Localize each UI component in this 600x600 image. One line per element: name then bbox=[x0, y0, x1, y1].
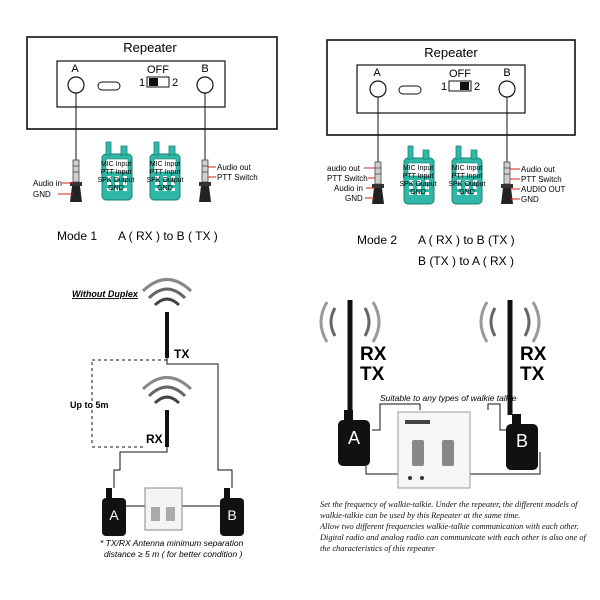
radio-b-big-label: B bbox=[516, 431, 528, 451]
port-b-label: B bbox=[503, 67, 510, 79]
radio-b-label: B bbox=[227, 507, 236, 523]
repeater-wiring bbox=[365, 403, 541, 475]
radio2-label-ptt: PTT Input bbox=[452, 173, 483, 180]
switch-off-label: OFF bbox=[147, 64, 169, 76]
usb-port bbox=[97, 81, 121, 91]
radio2-label-gnd: GND bbox=[459, 189, 475, 196]
plug-b bbox=[500, 161, 514, 205]
right-pin-audio-out: Audio out bbox=[217, 163, 252, 172]
mode-2-label: Mode 2 bbox=[357, 233, 397, 247]
left-pin-gnd: GND bbox=[345, 194, 363, 203]
switch-off-label: OFF bbox=[449, 68, 471, 80]
usb-port bbox=[398, 85, 422, 95]
left-radio-waves bbox=[319, 300, 381, 412]
right-pin-ptt: PTT Switch bbox=[521, 175, 562, 184]
port-a-jack[interactable] bbox=[67, 76, 85, 94]
switch-pos-1: 1 bbox=[139, 77, 145, 89]
radio1-label-gnd: GND bbox=[108, 185, 124, 192]
left-pin-audio-out: audio out bbox=[327, 164, 361, 173]
port-b-label: B bbox=[201, 63, 208, 75]
right-pin-audio-out: Audio out bbox=[521, 165, 556, 174]
plug-a bbox=[69, 159, 83, 203]
switch-pos-1: 1 bbox=[441, 81, 447, 93]
port-b-jack[interactable] bbox=[498, 80, 516, 98]
radio1-label-spk: SPK Output bbox=[400, 181, 437, 188]
port-a-label: A bbox=[373, 67, 381, 79]
small-repeater bbox=[144, 487, 183, 531]
mode-2-text-2: B (TX ) to A ( RX ) bbox=[418, 254, 514, 268]
mode-2-text-1: A ( RX ) to B (TX ) bbox=[418, 233, 515, 247]
distance-label: Up to 5m bbox=[70, 400, 109, 410]
left-pin-audio-in: Audio in bbox=[334, 184, 363, 193]
wiring bbox=[113, 358, 233, 507]
port-a-jack[interactable] bbox=[369, 80, 387, 98]
distance-measure bbox=[91, 359, 167, 448]
repeater-title: Repeater bbox=[123, 40, 177, 55]
right-pin-gnd: GND bbox=[521, 195, 539, 204]
caption-line: walkie-talkie can be used by this Repeat… bbox=[320, 511, 521, 520]
right-rx-label: RX bbox=[520, 344, 547, 365]
right-radio-waves bbox=[479, 300, 541, 415]
left-rx-label: RX bbox=[360, 344, 387, 365]
repeater-device bbox=[397, 411, 471, 489]
rx-label: RX bbox=[146, 432, 163, 446]
radio1-label-spk: SPK Output bbox=[98, 177, 135, 184]
right-pin-audio-out-2: AUDIO OUT bbox=[521, 185, 566, 194]
tx-label: TX bbox=[174, 347, 189, 361]
rx-antenna bbox=[141, 376, 193, 447]
switch-pos-2: 2 bbox=[172, 77, 178, 89]
radio2-label-mic: MIC Input bbox=[150, 161, 180, 168]
caption-line: Set the frequency of walkie-talkie. Unde… bbox=[320, 500, 578, 509]
radio1-label-gnd: GND bbox=[410, 189, 426, 196]
radio2-label-ptt: PTT Input bbox=[150, 169, 181, 176]
mode-switch-knob bbox=[460, 82, 469, 90]
switch-pos-2: 2 bbox=[474, 81, 480, 93]
antenna-note-line2: distance ≥ 5 m ( for better condition ) bbox=[104, 549, 243, 559]
right-tx-label: TX bbox=[520, 364, 545, 385]
mode-1-label: Mode 1 bbox=[57, 229, 97, 243]
left-pin-audio-in: Audio in bbox=[33, 179, 62, 188]
radio2-label-mic: MIC Input bbox=[452, 165, 482, 172]
radio2-label-gnd: GND bbox=[157, 185, 173, 192]
port-a-label: A bbox=[71, 63, 79, 75]
radio1-label-ptt: PTT Input bbox=[101, 169, 132, 176]
caption-line: Digital radio and analog radio can commu… bbox=[320, 533, 586, 542]
repeater-title: Repeater bbox=[424, 45, 478, 60]
radio2-label-spk: SPK Output bbox=[449, 181, 486, 188]
port-b-jack[interactable] bbox=[196, 76, 214, 94]
without-duplex-heading: Without Duplex bbox=[72, 289, 139, 299]
left-tx-label: TX bbox=[360, 364, 385, 385]
feature-caption: Set the frequency of walkie-talkie. Unde… bbox=[320, 499, 595, 554]
left-pin-ptt: PTT Switch bbox=[327, 174, 368, 183]
radio2-label-spk: SPK Output bbox=[147, 177, 184, 184]
radio1-label-mic: MIC Input bbox=[403, 165, 433, 172]
radio1-label-ptt: PTT Input bbox=[403, 173, 434, 180]
left-pin-gnd: GND bbox=[33, 190, 51, 199]
radio-a-big-label: A bbox=[348, 428, 360, 448]
radio-a-label: A bbox=[109, 507, 119, 523]
antenna-note-line1: * TX/RX Antenna minimum separation bbox=[100, 538, 244, 548]
caption-line: Allow two different frequencies walkie-t… bbox=[320, 522, 579, 531]
mode-1-text: A ( RX ) to B ( TX ) bbox=[118, 229, 218, 243]
right-pin-ptt: PTT Switch bbox=[217, 173, 258, 182]
mode-switch-knob bbox=[149, 78, 158, 86]
suitable-text: Suitable to any types of walkie talkie bbox=[380, 393, 517, 403]
tx-antenna bbox=[141, 278, 193, 358]
plug-b bbox=[198, 159, 212, 203]
caption-line: the characteristics of this repeater bbox=[320, 544, 436, 553]
radio1-label-mic: MIC Input bbox=[101, 161, 131, 168]
